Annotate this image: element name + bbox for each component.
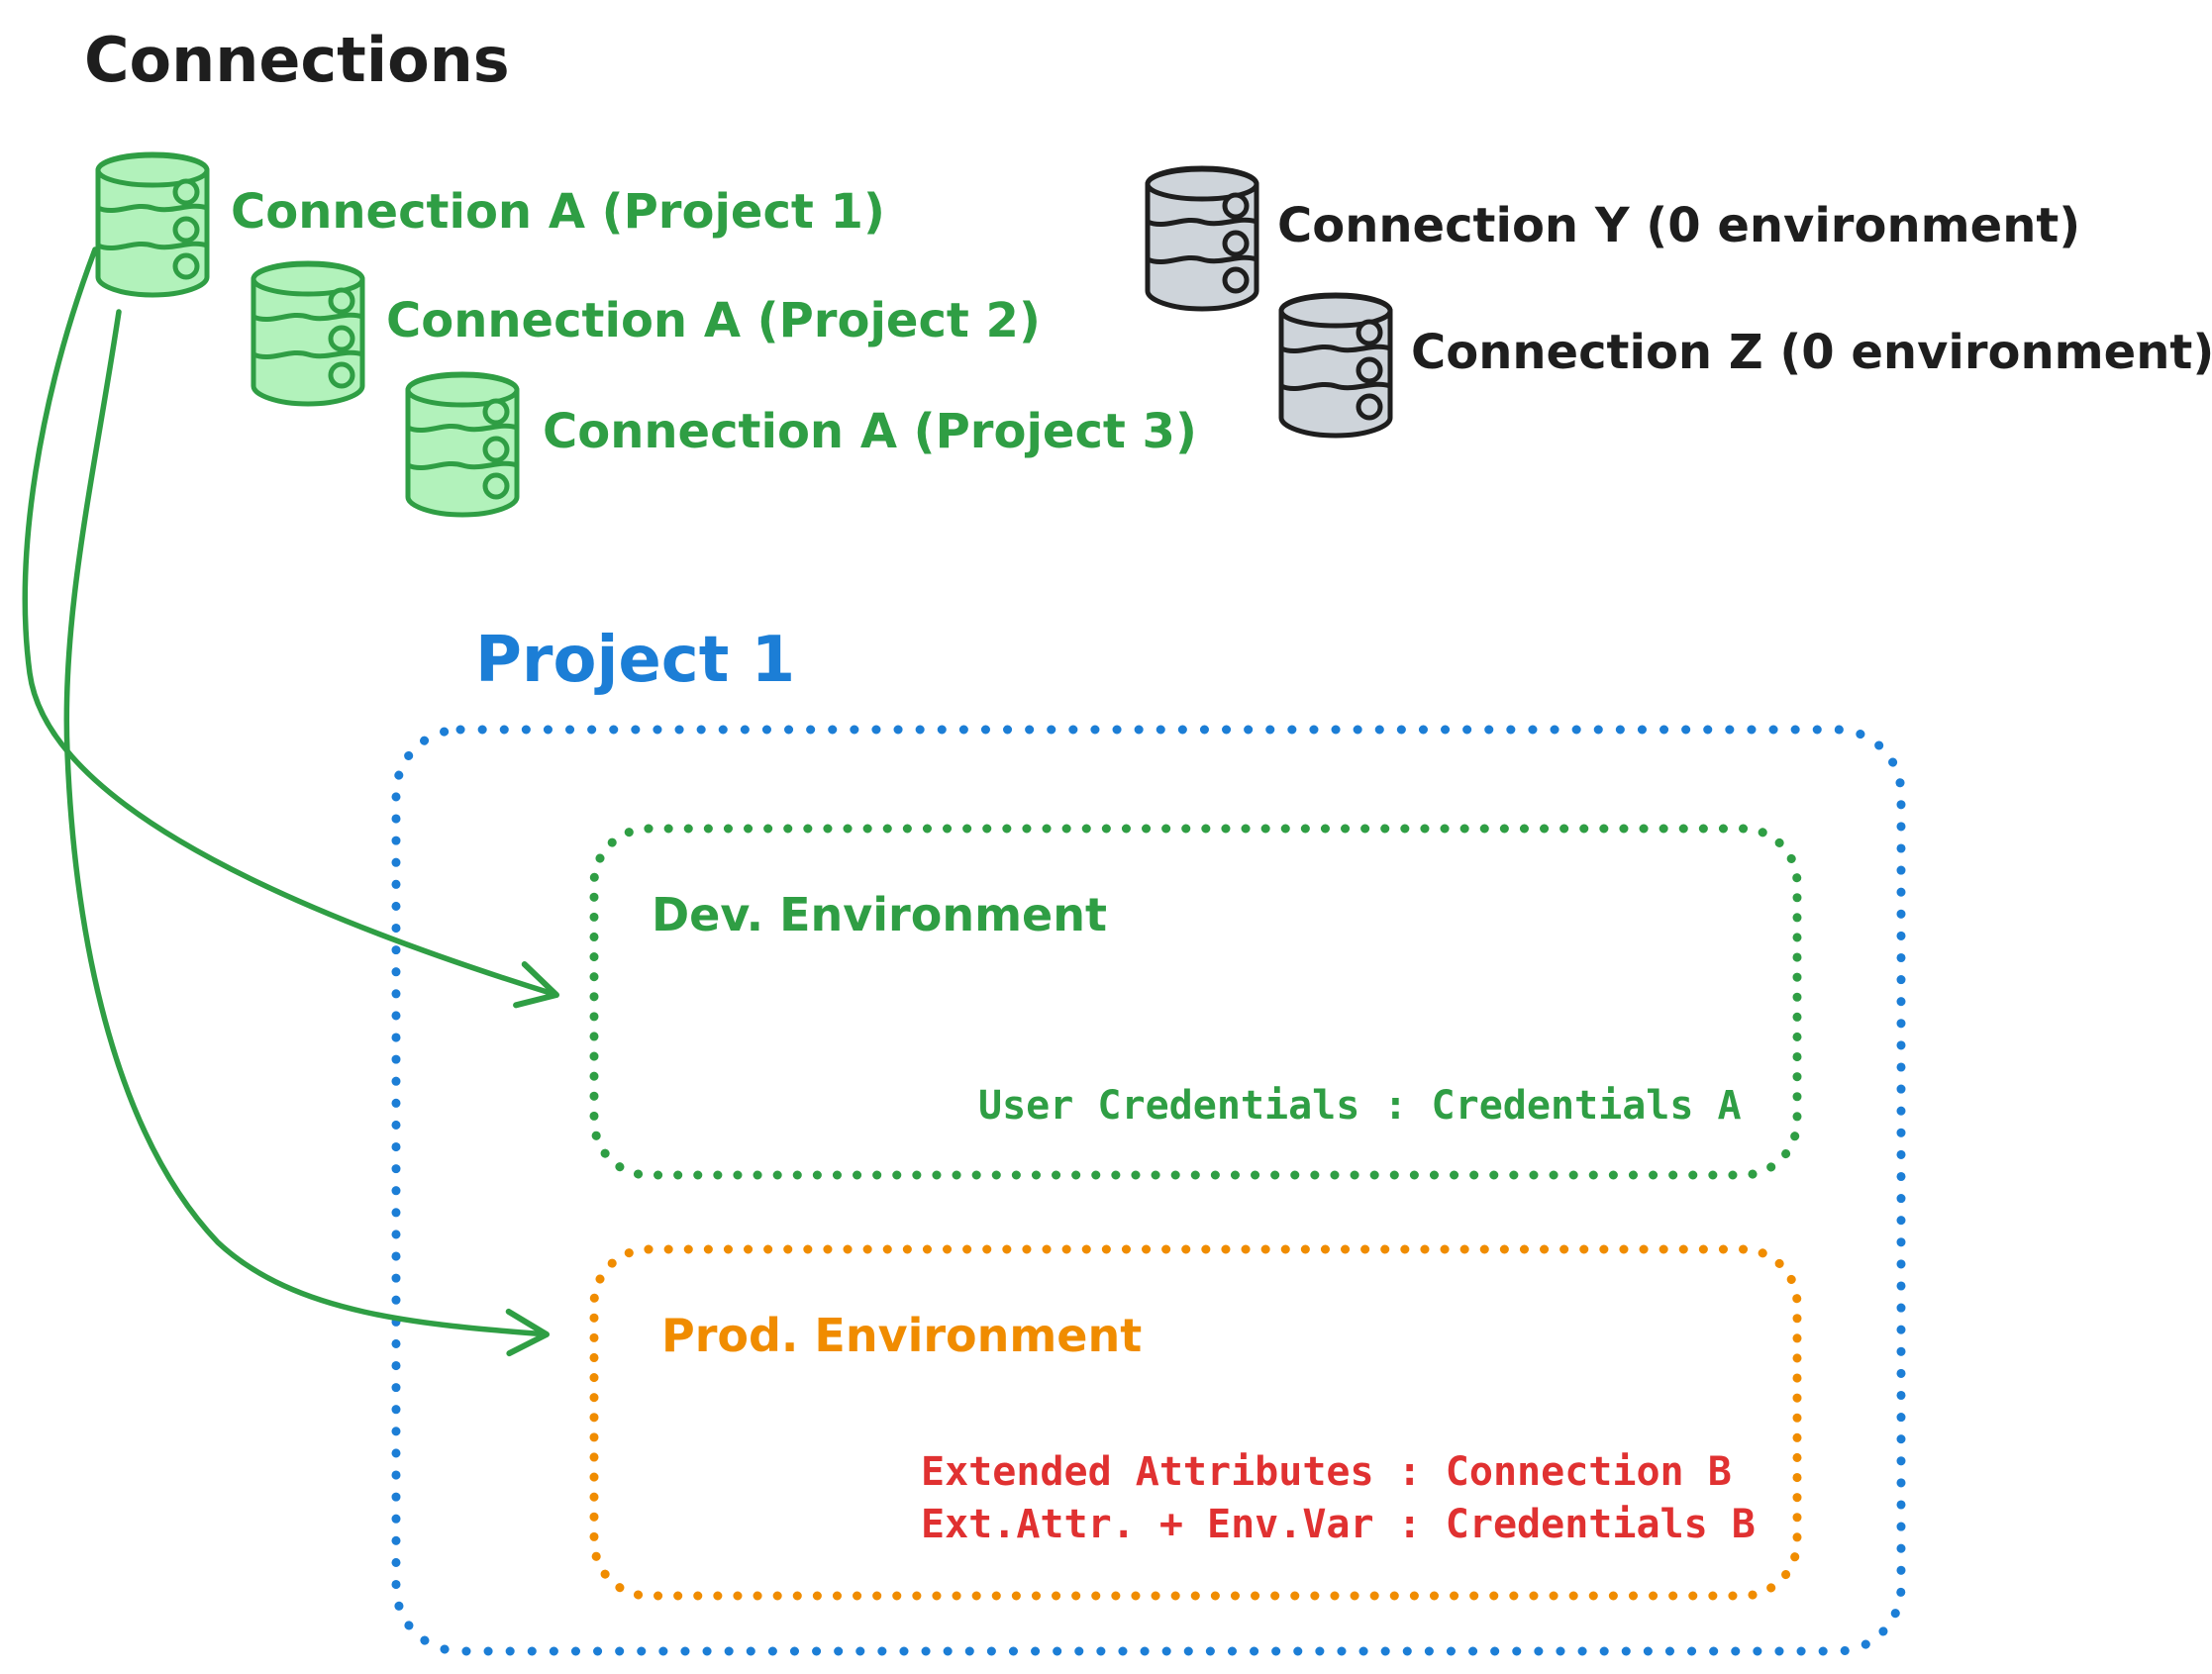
connection-z-label: Connection Z (0 environment) xyxy=(1411,325,2212,380)
database-icon-connection-a-project-1 xyxy=(98,154,207,295)
arrow-connection-a-to-dev-environment xyxy=(22,246,559,1009)
dev-credential-mapping: User Credentials : Credentials A xyxy=(978,1083,1742,1129)
project-title: Project 1 xyxy=(475,624,795,697)
database-icon-connection-y xyxy=(1148,168,1257,309)
dev-environment-box xyxy=(589,824,1802,1180)
dev-environment-title: Dev. Environment xyxy=(652,888,1107,941)
database-icon-connection-a-project-2 xyxy=(253,263,362,404)
prod-environment-title: Prod. Environment xyxy=(661,1309,1142,1362)
connection-a-project-3-label: Connection A (Project 3) xyxy=(543,404,1197,459)
diagram-title: Connections xyxy=(84,24,510,96)
prod-mapping-ext-attr-env-var: Ext.Attr. + Env.Var : Credentials B xyxy=(921,1502,1756,1547)
prod-mapping-extended-attributes: Extended Attributes : Connection B xyxy=(921,1449,1732,1495)
connection-y-label: Connection Y (0 environment) xyxy=(1277,198,2080,253)
database-icon-connection-z xyxy=(1281,295,1390,436)
database-icon-connection-a-project-3 xyxy=(408,374,517,515)
prod-environment-box xyxy=(589,1244,1802,1601)
connection-a-project-2-label: Connection A (Project 2) xyxy=(386,293,1041,348)
arrow-connection-a-to-prod-environment xyxy=(63,309,550,1357)
connection-a-project-1-label: Connection A (Project 1) xyxy=(231,184,885,240)
project-1-boundary xyxy=(391,725,1906,1656)
